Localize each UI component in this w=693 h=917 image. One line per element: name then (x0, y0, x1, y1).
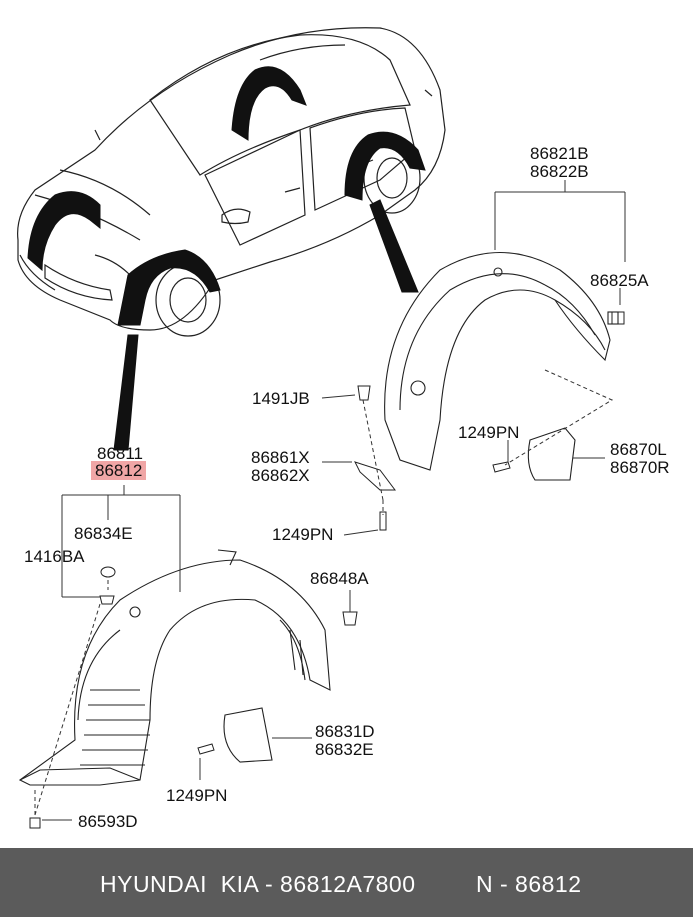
part-label-86834e: 86834E (74, 524, 133, 543)
parts-diagram (17, 27, 626, 829)
part-label-86825a: 86825A (590, 271, 649, 290)
part-label-86822b: 86822B (530, 162, 589, 181)
part-label-86861x: 86861X (251, 448, 310, 467)
callout-lines (34, 180, 626, 821)
part-label-86848a: 86848A (310, 569, 369, 588)
part-label-86593d: 86593D (78, 812, 138, 831)
part-label-86811: 86811 (97, 444, 144, 463)
footer-bar: HYUNDAI KIA - 86812A7800 N - 86812 (0, 848, 693, 917)
part-label-1249pn-rear: 1249PN (458, 423, 520, 442)
part-label-1249pn-bracket: 1249PN (272, 525, 334, 544)
part-label-1416ba: 1416BA (24, 547, 85, 566)
part-label-86870r: 86870R (610, 458, 670, 477)
mud-flaps (223, 427, 576, 763)
part-label-86870l: 86870L (610, 440, 667, 459)
footer-brand-part-number: HYUNDAI KIA - 86812A7800 (100, 871, 416, 897)
car-illustration (17, 27, 446, 337)
highlighted-wheel-guards (27, 66, 426, 326)
rear-wheel-guard (384, 251, 619, 471)
part-label-86821b: 86821B (530, 144, 589, 163)
front-wheel-guard (18, 549, 331, 786)
leader-pointers (113, 199, 419, 451)
part-label-1491jb: 1491JB (252, 389, 310, 408)
part-label-86832e: 86832E (315, 740, 374, 759)
part-label-86812-highlighted: 86812 (91, 461, 147, 480)
part-label-1249pn-bottom: 1249PN (166, 786, 228, 805)
fasteners (29, 311, 625, 829)
part-label-86831d: 86831D (315, 722, 375, 741)
part-label-86862x: 86862X (251, 466, 310, 485)
footer-short-number: N - 86812 (476, 871, 582, 897)
